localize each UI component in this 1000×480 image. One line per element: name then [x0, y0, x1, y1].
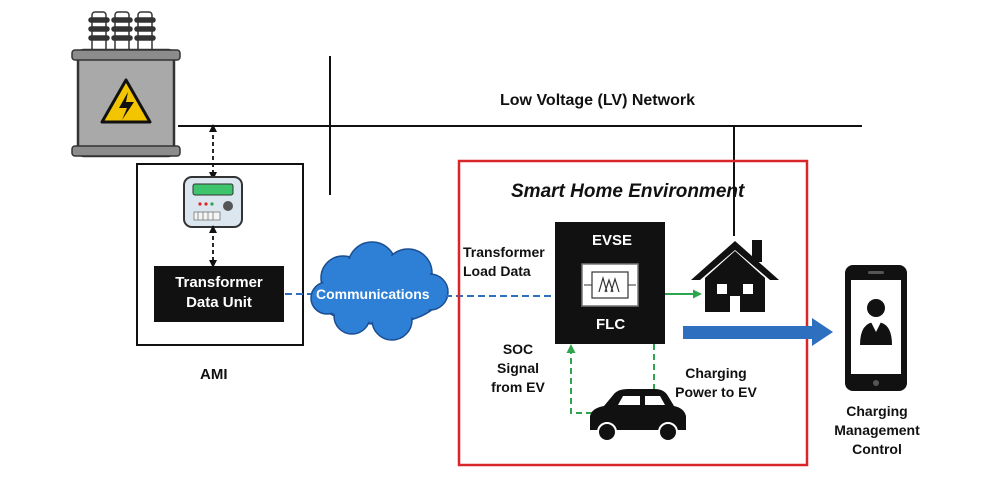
cmc-line2: Management	[834, 422, 920, 438]
soc-line1: SOC	[502, 341, 534, 357]
communications-label: Communications	[316, 286, 430, 302]
tld-line2: Load Data	[463, 263, 531, 279]
ami-box	[136, 163, 304, 346]
smart-home-box	[457, 159, 809, 467]
tdu-line1: Transformer	[175, 274, 263, 291]
tld-line1: Transformer	[463, 244, 545, 260]
transformer-icon	[71, 11, 181, 158]
transformer-load-data-label: Transformer Load Data	[463, 243, 545, 281]
ami-label: AMI	[200, 366, 228, 383]
charging-power-label: Charging Power to EV	[666, 364, 766, 402]
user-icon	[860, 299, 892, 345]
cp-line2: Power to EV	[675, 384, 757, 400]
smartphone-icon	[845, 265, 907, 391]
cloud-fill	[313, 244, 446, 338]
charging-management-control-label: Charging Management Control	[818, 402, 936, 459]
soc-signal-label: SOC Signal from EV	[478, 340, 558, 397]
lightning-icon	[100, 78, 152, 124]
soc-signal-link	[566, 344, 592, 414]
smart-meter-icon	[183, 176, 243, 228]
evse-label: EVSE	[592, 232, 633, 249]
flc-controller-icon	[581, 263, 639, 307]
flc-label: FLC	[596, 316, 626, 333]
cp-line1: Charging	[685, 365, 747, 381]
evse-cmc-arrow	[683, 318, 833, 346]
smart-home-title: Smart Home Environment	[511, 181, 745, 202]
car-icon	[590, 389, 686, 442]
cmc-line1: Charging	[846, 403, 908, 419]
cmc-line3: Control	[852, 441, 902, 457]
transformer-data-unit	[154, 266, 284, 322]
transformer-data-unit-label: Transformer Data Unit	[154, 273, 284, 313]
lv-network-label: Low Voltage (LV) Network	[500, 92, 695, 109]
soc-line2: Signal	[496, 360, 539, 376]
soc-line3: from EV	[491, 379, 545, 395]
transformer-bushings	[88, 11, 156, 53]
house-icon	[691, 240, 779, 312]
tdu-line2: Data Unit	[186, 294, 252, 311]
